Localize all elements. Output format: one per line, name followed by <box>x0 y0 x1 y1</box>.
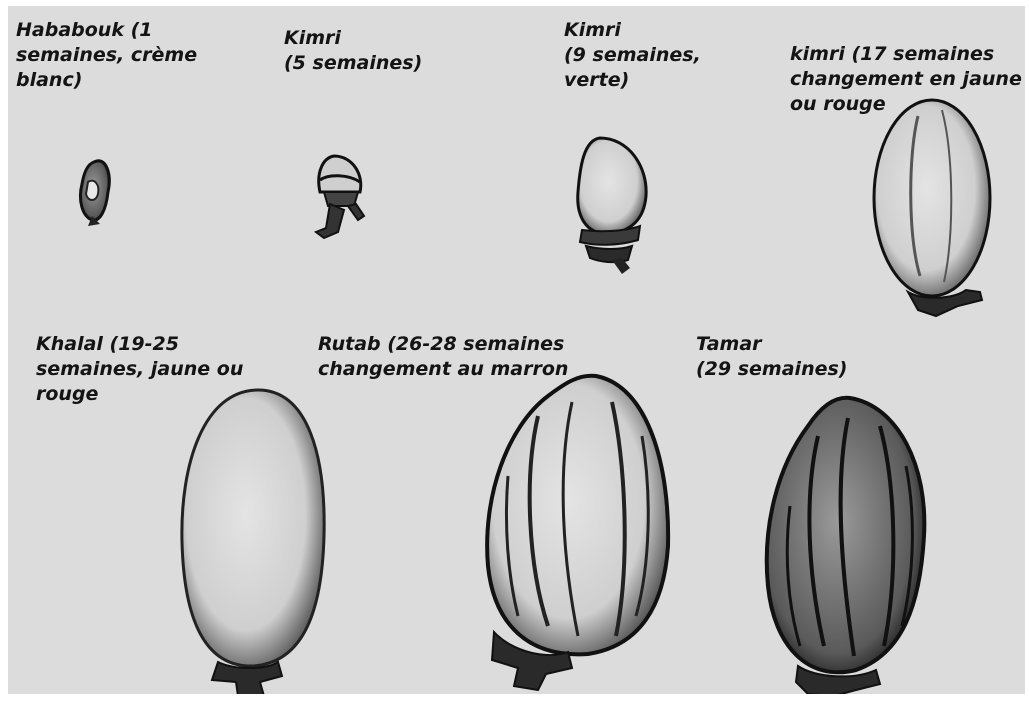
label-kimri-17: kimri (17 semaines changement en jaune o… <box>790 42 1022 117</box>
fruit-khalal <box>182 390 324 694</box>
fruit-kimri-9 <box>578 138 646 274</box>
fruit-tamar <box>767 398 925 694</box>
label-kimri-5: Kimri (5 semaines) <box>284 26 422 76</box>
label-khalal: Khalal (19-25 semaines, jaune ou rouge <box>36 332 243 407</box>
label-hababouk: Hababouk (1 semaines, crème blanc) <box>16 18 197 93</box>
fruit-kimri-17 <box>874 100 990 316</box>
fruit-rutab <box>487 376 668 690</box>
label-rutab: Rutab (26-28 semaines changement au marr… <box>318 332 568 382</box>
figure-panel: Hababouk (1 semaines, crème blanc) Kimri… <box>8 6 1025 694</box>
fruit-hababouk <box>80 161 109 226</box>
label-tamar: Tamar (29 semaines) <box>696 332 847 382</box>
label-kimri-9: Kimri (9 semaines, verte) <box>564 18 701 93</box>
fruit-kimri-5 <box>316 156 364 238</box>
